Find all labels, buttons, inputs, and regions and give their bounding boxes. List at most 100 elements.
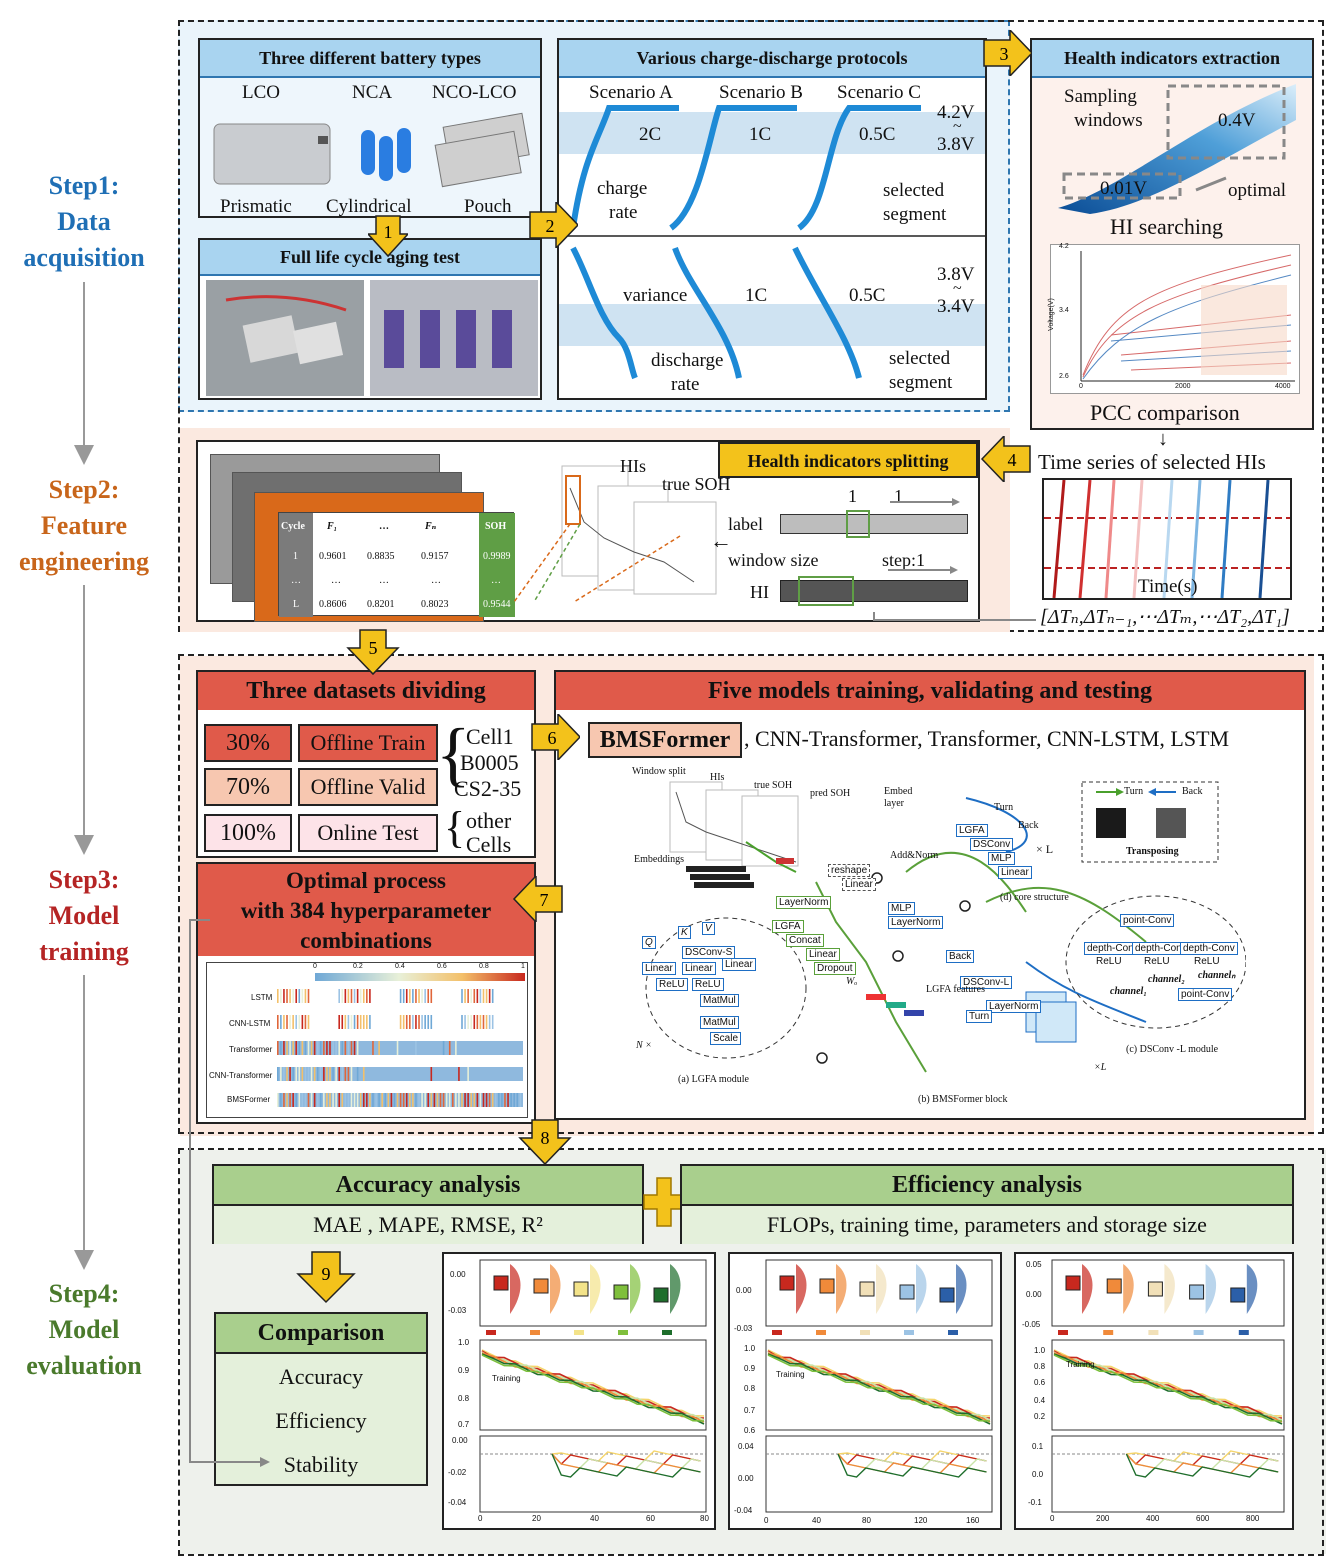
heatmap-stripe — [519, 1093, 522, 1107]
accuracy-panel: Accuracy analysis MAE , MAPE, RMSE, R² — [212, 1164, 644, 1244]
heatmap-stripe — [307, 1093, 310, 1107]
battery-images — [213, 112, 530, 188]
heatmap-stripe — [467, 1093, 469, 1107]
form-prismatic: Prismatic — [220, 196, 292, 217]
box-plot-box — [1106, 1278, 1122, 1294]
heatmap-stripe — [356, 1067, 359, 1081]
heatmap-stripe — [421, 1015, 423, 1029]
heatmap-stripe — [344, 1015, 347, 1029]
heatmap-stripe — [341, 1067, 344, 1081]
ec2-x-tick-2: 40 — [812, 1516, 821, 1525]
eval-chart-2: 0.00 -0.03 1.0 0.9 0.8 0.7 0.6 Training … — [728, 1252, 1002, 1530]
heatmap-stripe — [498, 1093, 500, 1107]
heatmap-stripe — [442, 1093, 445, 1107]
heatmap-stripe — [292, 1041, 294, 1055]
heatmap-stripe — [316, 1041, 319, 1055]
heat-model-cnn-transformer: CNN-Transformer — [209, 1071, 273, 1080]
ec2-soh-tick-4: 0.6 — [744, 1426, 756, 1435]
formula-connector — [873, 612, 1036, 621]
heatmap-stripe — [301, 989, 304, 1003]
heatmap-stripe — [399, 1015, 402, 1029]
heatmap-stripe — [467, 1015, 469, 1029]
ec1-x-tick-2: 40 — [590, 1514, 599, 1523]
heatmap-stripe — [476, 1015, 479, 1029]
hi-extraction-title: Health indicators extraction — [1032, 40, 1312, 78]
heatmap-stripe — [295, 989, 298, 1003]
arch-reshape: reshape — [828, 864, 871, 877]
heatmap-stripe — [341, 1093, 344, 1107]
window-0-4v: 0.4V — [1218, 110, 1256, 131]
pcc-plot: 4.2 3.4 2.6 Voltage(V) 0 2000 4000 — [1048, 243, 1300, 394]
box-plot-box — [613, 1284, 629, 1300]
heatmap-stripe — [479, 1093, 482, 1107]
heat-model-lstm: LSTM — [251, 993, 273, 1002]
heatmap-stripe — [485, 1015, 488, 1029]
efficiency-title: Efficiency analysis — [682, 1166, 1292, 1206]
box-plot-box — [493, 1275, 509, 1291]
violin-half — [956, 1264, 967, 1314]
heatmap-stripe — [387, 1093, 390, 1107]
time-series-plot: Time(s) — [1042, 478, 1292, 600]
heatmap-stripe — [473, 1093, 476, 1107]
heatmap-stripe — [289, 989, 291, 1003]
step1-line1: Data — [57, 207, 111, 236]
badge-4-label: 4 — [1008, 450, 1017, 470]
heatmap-stripe — [384, 1093, 387, 1107]
heatmap-stripe — [356, 1015, 359, 1029]
heatmap-stripe — [399, 1093, 402, 1107]
violin-half — [590, 1264, 601, 1314]
heatmap-stripe — [409, 1093, 411, 1107]
arch-dsconv-l: DSConv-L — [960, 976, 1013, 989]
heat-tick-3: 0.6 — [437, 963, 447, 970]
time-series-title: Time series of selected HIs — [1038, 450, 1266, 474]
heatmap-stripe — [347, 989, 350, 1003]
heatmap-stripe — [448, 1041, 451, 1055]
b0005-label: B0005 — [460, 750, 519, 775]
other-brace: { — [444, 803, 466, 852]
violin-half — [796, 1264, 807, 1314]
heatmap-stripe — [301, 1093, 304, 1107]
feedback-line — [189, 919, 270, 1467]
heatmap-stripe — [359, 1015, 362, 1029]
arch-turn: Turn — [994, 802, 1014, 813]
feature-table: Cycle F₁ … Fₙ SOH 1 0.9601 0.8835 0.9157… — [278, 512, 515, 617]
heatmap-stripe — [412, 1015, 414, 1029]
legend-swatch — [904, 1330, 914, 1335]
heatmap-stripe — [344, 1041, 347, 1055]
heatmap-stripe — [301, 1041, 304, 1055]
violin-half — [670, 1264, 681, 1314]
heatmap-stripe — [316, 1093, 319, 1107]
badge-4-arrow: 4 — [980, 436, 1031, 482]
heatmap-stripe — [307, 1015, 310, 1029]
pct-30: 30% — [204, 724, 292, 762]
heatmap-stripe — [412, 989, 414, 1003]
table-r0-c1: 0.9601 — [319, 551, 347, 562]
ec2-soh-tick-1: 0.9 — [744, 1364, 756, 1373]
charge-selected-1: selected — [883, 180, 945, 201]
heatmap-stripe — [350, 989, 353, 1003]
heatmap-stripe — [424, 1093, 426, 1107]
legend-swatch — [1193, 1330, 1204, 1335]
heatmap-stripe — [332, 1093, 334, 1107]
architecture-diagram: Window split HIs true SOH pred SOH Embed… — [626, 762, 1246, 1116]
box-plot-box — [1189, 1284, 1205, 1300]
heatmap-stripe — [313, 1041, 316, 1055]
heatmap-stripe — [470, 989, 473, 1003]
heat-tick-2: 0.4 — [395, 963, 405, 970]
arch-lgfa-core: LGFA — [956, 824, 988, 837]
ec1-err-tick-1: -0.02 — [448, 1468, 467, 1477]
pcc-y-tick-0: 4.2 — [1059, 243, 1069, 250]
time-series-formula: [ΔTₙ,ΔTₙ₋₁,⋯ΔTₘ,⋯ΔT₂,ΔT₁] — [1040, 606, 1290, 628]
error-line — [837, 1453, 987, 1478]
heatmap-stripe — [298, 1041, 301, 1055]
heatmap-stripe — [344, 1067, 347, 1081]
heatmap-stripe — [356, 1041, 359, 1055]
soh-line — [1053, 1354, 1283, 1422]
soh-line — [767, 1349, 991, 1417]
heatmap-stripe — [433, 1093, 436, 1107]
arch-turn-2: Turn — [966, 1010, 993, 1023]
protocol-curves — [559, 105, 985, 380]
table-h-dots: … — [379, 521, 389, 532]
violin-half — [1205, 1264, 1217, 1314]
table-r0-c0: 1 — [293, 551, 298, 562]
